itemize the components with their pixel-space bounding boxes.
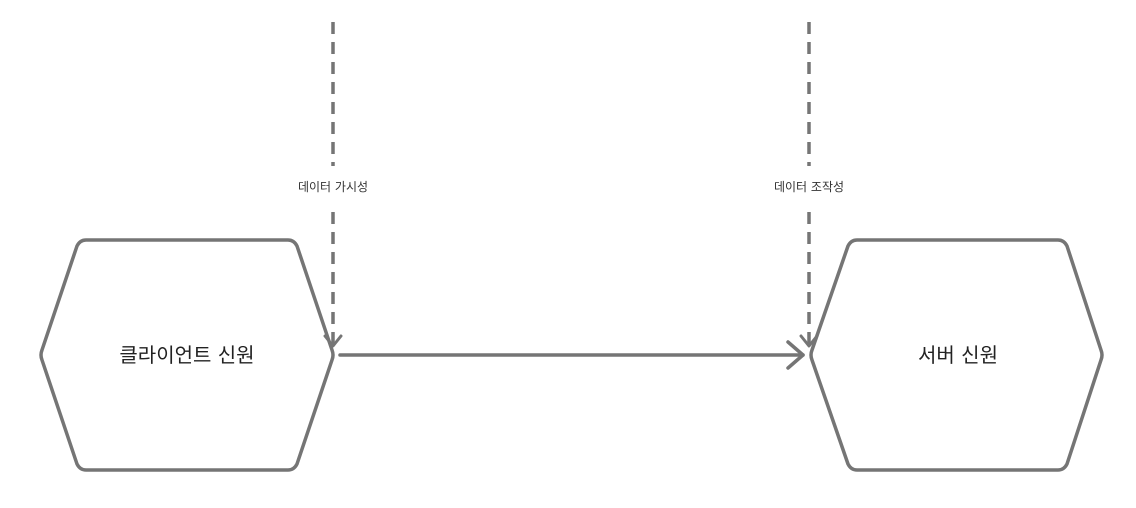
data-manipulability-arrowhead: [799, 334, 819, 348]
data-manipulability-label: 데이터 조작성: [774, 180, 844, 194]
client-to-server-arrowhead: [786, 340, 805, 370]
data-visibility-arrowhead: [323, 334, 343, 348]
data-visibility-input: 데이터 가시성: [298, 22, 368, 348]
client-identity-node: 클라이언트 신원: [39, 238, 335, 472]
server-identity-node: 서버 신원: [809, 238, 1104, 472]
data-visibility-label: 데이터 가시성: [298, 180, 368, 194]
data-manipulability-input: 데이터 조작성: [774, 22, 844, 348]
client-identity-label: 클라이언트 신원: [119, 343, 254, 367]
client-identity-hexagon: [39, 238, 335, 472]
client-to-server-edge: [338, 340, 805, 370]
server-identity-label: 서버 신원: [918, 343, 998, 367]
server-identity-hexagon: [809, 238, 1104, 472]
